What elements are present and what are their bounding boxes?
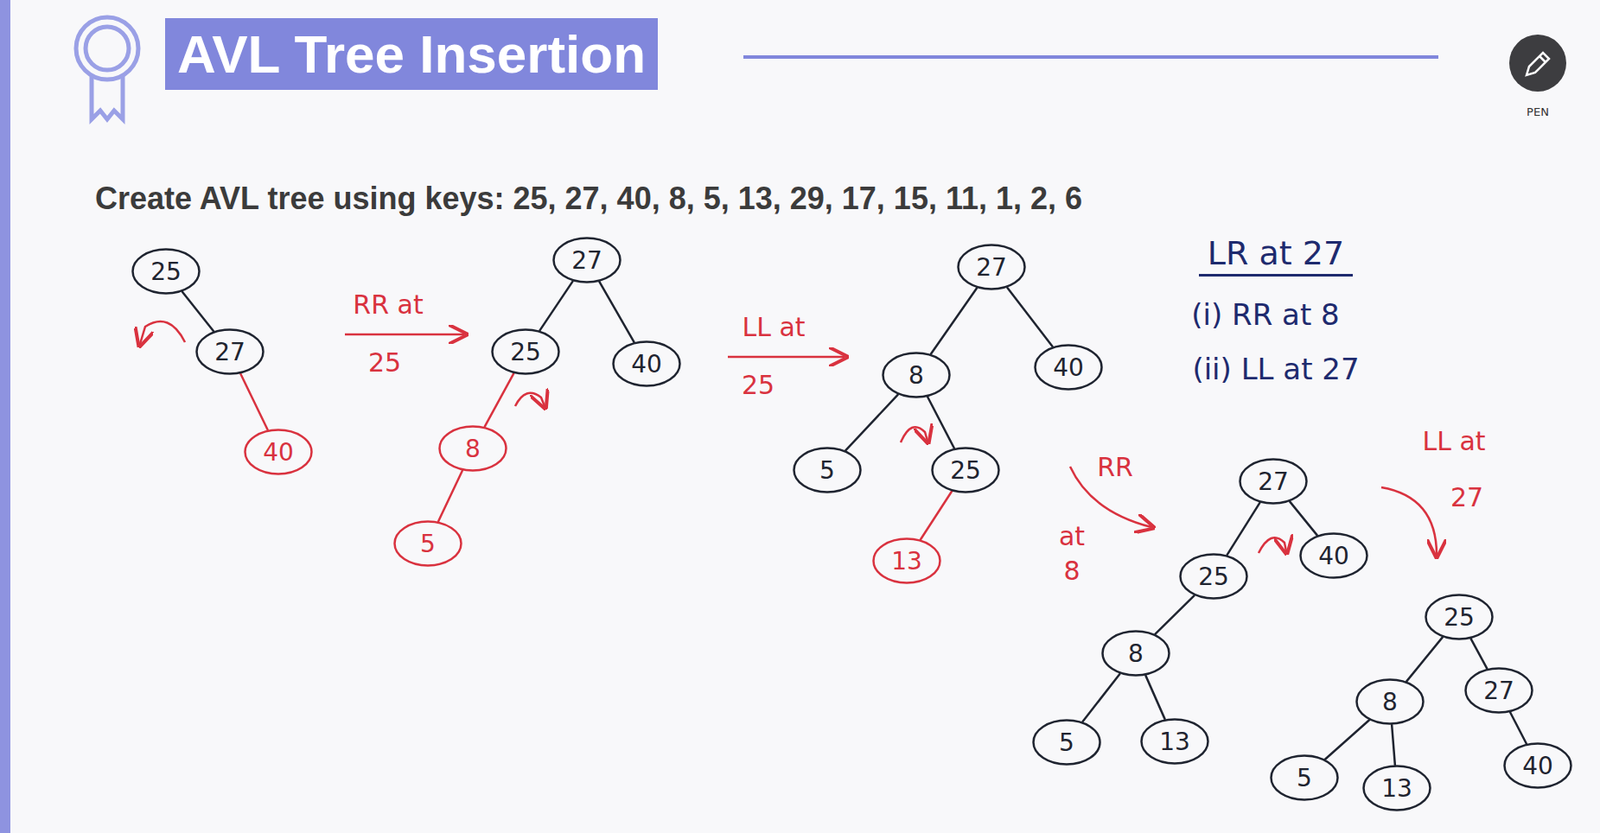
tree-edge <box>1155 595 1195 634</box>
tree-edge <box>438 471 463 523</box>
node-key: 8 <box>1101 639 1171 669</box>
tree-edge <box>1471 638 1488 669</box>
tree-edge <box>1325 720 1370 760</box>
node-key: 25 <box>131 257 201 287</box>
rotation-label: at <box>1058 521 1085 552</box>
button-label: PEN <box>1526 105 1550 119</box>
tree-node: 13 <box>1362 764 1432 812</box>
tree-edge <box>539 281 573 332</box>
rotation-label: LL at <box>1421 426 1486 457</box>
tree-node: 27 <box>195 328 265 376</box>
node-key: 25 <box>1424 603 1494 632</box>
tree-node: 40 <box>1299 532 1369 580</box>
tree-edge <box>1510 712 1527 744</box>
pen-button <box>1509 34 1567 92</box>
tree-node: 40 <box>1033 344 1103 391</box>
tree-node: 25 <box>1424 593 1494 641</box>
node-key: 8 <box>881 361 951 390</box>
rotation-label: RR at <box>352 289 423 320</box>
node-key: 40 <box>243 438 313 467</box>
node-key: 25 <box>1179 562 1249 592</box>
tree-node: 8 <box>438 425 508 472</box>
tree-node: 13 <box>1140 718 1210 765</box>
node-key: 8 <box>438 434 508 464</box>
tree-edge <box>927 396 955 448</box>
rotation-label: RR <box>1096 452 1134 483</box>
node-key: 40 <box>1033 353 1103 383</box>
tree-edge <box>240 374 268 431</box>
tree-node: 27 <box>1238 458 1308 505</box>
tree-node: 13 <box>872 537 942 585</box>
side-bar <box>0 0 11 833</box>
tree-edge <box>1289 502 1317 536</box>
node-key: 25 <box>930 456 1001 485</box>
tree-node: 25 <box>490 328 561 376</box>
tree-node: 5 <box>1269 754 1339 802</box>
tree-node: 27 <box>1464 667 1534 714</box>
tree-edge <box>1007 287 1052 347</box>
node-key: 5 <box>792 456 862 485</box>
tree-edge <box>1227 503 1261 555</box>
note-step: (ii) LL at 27 <box>1192 351 1359 387</box>
node-key: 27 <box>1464 676 1534 706</box>
node-key: 27 <box>195 337 265 367</box>
note-heading: LR at 27 <box>1198 234 1353 277</box>
tree-edge <box>930 287 977 354</box>
node-key: 27 <box>552 246 622 275</box>
rotation-arrows <box>140 321 1437 555</box>
node-key: 13 <box>1140 727 1210 757</box>
tree-edge <box>599 281 634 343</box>
tree-edge <box>484 373 514 427</box>
tree-node: 8 <box>1355 678 1425 726</box>
rotation-label: 27 <box>1450 482 1484 513</box>
node-key: 27 <box>956 253 1027 282</box>
node-key: 5 <box>393 529 463 559</box>
tree-node: 27 <box>552 236 622 284</box>
tree-node: 8 <box>881 351 951 399</box>
tree-node: 5 <box>393 520 463 568</box>
node-key: 40 <box>611 350 682 379</box>
tree-node: 5 <box>792 446 862 494</box>
node-key: 5 <box>1032 728 1102 758</box>
rotation-label: 8 <box>1063 555 1080 587</box>
tree-node: 40 <box>611 340 682 388</box>
tree-edge <box>1391 725 1396 765</box>
node-key: 25 <box>490 337 561 367</box>
rotation-label: 25 <box>368 347 402 378</box>
node-key: 13 <box>872 547 942 576</box>
rotation-label: 25 <box>741 369 775 401</box>
node-key: 5 <box>1269 764 1339 793</box>
title-band: AVL Tree Insertion <box>165 18 658 90</box>
node-key: 13 <box>1362 774 1432 804</box>
node-key: 8 <box>1355 688 1425 717</box>
tree-node: 25 <box>131 248 201 295</box>
instruction-text: Create AVL tree using keys: 25, 27, 40, … <box>95 180 1083 217</box>
badge-icon <box>76 17 139 120</box>
title-rule <box>743 55 1439 59</box>
tree-node: 40 <box>243 428 313 476</box>
tree-edge <box>1083 674 1121 722</box>
tree-node: 8 <box>1101 630 1171 677</box>
tree-edge <box>1406 637 1442 683</box>
tree-node: 25 <box>930 446 1001 494</box>
rotation-label: LL at <box>741 312 805 343</box>
tree-node: 5 <box>1032 719 1102 766</box>
tree-node: 27 <box>956 243 1027 291</box>
tree-node: 25 <box>1179 553 1249 600</box>
tree-edge <box>920 491 952 541</box>
tree-edge <box>845 395 898 451</box>
tree-edge <box>182 292 214 332</box>
node-key: 27 <box>1238 467 1308 497</box>
tree-node: 40 <box>1503 742 1573 790</box>
node-key: 40 <box>1299 541 1369 571</box>
node-key: 40 <box>1503 752 1573 781</box>
note-step: (i) RR at 8 <box>1191 297 1339 332</box>
tree-edge <box>1145 675 1165 720</box>
